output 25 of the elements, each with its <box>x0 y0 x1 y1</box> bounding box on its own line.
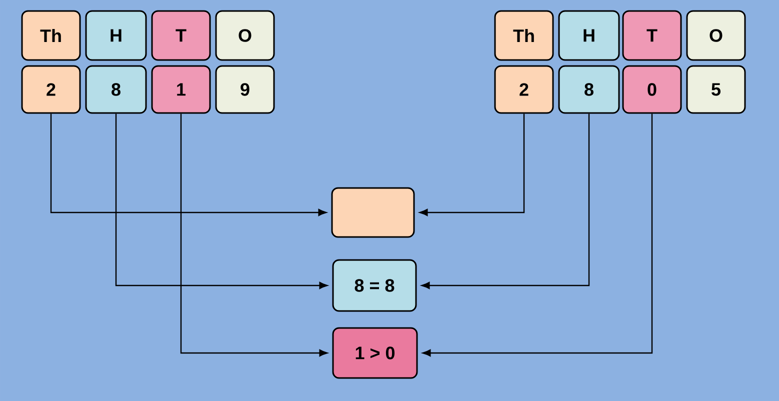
empty-box <box>331 187 415 238</box>
comparison-box: 8 = 8 <box>332 259 417 312</box>
arrow <box>180 114 328 356</box>
place-value-box: Th <box>21 10 81 61</box>
place-value-box: H <box>558 10 620 61</box>
arrow <box>422 114 653 356</box>
place-value-box: 8 <box>558 65 620 114</box>
place-value-box: 2 <box>494 65 554 114</box>
place-value-box: T <box>151 10 211 61</box>
place-value-box: 9 <box>215 65 275 114</box>
place-value-box: T <box>622 10 682 61</box>
place-value-box: 0 <box>622 65 682 114</box>
place-value-box: 2 <box>21 65 81 114</box>
place-value-box: 1 <box>151 65 211 114</box>
place-value-box: 5 <box>686 65 746 114</box>
arrow <box>421 114 590 289</box>
place-value-box: 8 <box>85 65 147 114</box>
place-value-box: H <box>85 10 147 61</box>
place-value-box: Th <box>494 10 554 61</box>
arrow <box>50 114 327 216</box>
arrow <box>115 114 328 289</box>
comparison-box: 1 > 0 <box>332 327 418 379</box>
arrow <box>419 114 525 216</box>
place-value-box: O <box>686 10 746 61</box>
place-value-box: O <box>215 10 275 61</box>
